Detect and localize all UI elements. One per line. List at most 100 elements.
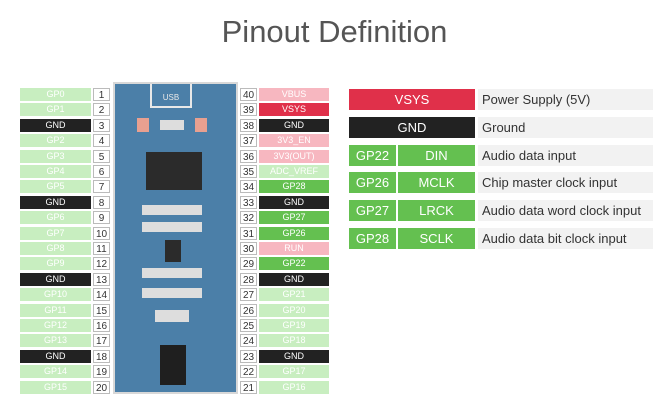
right-pin-number: 26 xyxy=(240,303,257,317)
left-pin-label: GP13 xyxy=(20,334,91,348)
left-pin-number: 8 xyxy=(93,195,110,209)
legend-signal: SCLK xyxy=(398,228,475,249)
left-pin-label: GP14 xyxy=(20,365,91,379)
right-pin-number: 21 xyxy=(240,380,257,394)
legend-description: Audio data bit clock input xyxy=(478,228,653,249)
right-pin-label: GP16 xyxy=(259,380,329,394)
left-pin-label: GP3 xyxy=(20,149,91,163)
right-pin-number: 24 xyxy=(240,334,257,348)
legend-pin: GP28 xyxy=(349,228,396,249)
page-title: Pinout Definition xyxy=(221,14,448,49)
right-pin-label: VSYS xyxy=(259,103,329,117)
left-pin-number: 15 xyxy=(93,303,110,317)
right-pin-label: GP21 xyxy=(259,288,329,302)
legend-pin: GP26 xyxy=(349,172,396,194)
left-pin-number: 19 xyxy=(93,365,110,379)
left-pin-number: 3 xyxy=(93,118,110,132)
legend-description: Audio data word clock input xyxy=(478,200,653,222)
right-pin-label: GP17 xyxy=(259,365,329,379)
left-pin-number: 5 xyxy=(93,149,110,163)
right-pin-label: GP19 xyxy=(259,319,329,332)
right-pin-label: GP20 xyxy=(259,303,329,317)
left-pin-number: 18 xyxy=(93,349,110,363)
right-pin-number: 31 xyxy=(240,226,257,240)
left-pin-number: 17 xyxy=(93,334,110,348)
smd-component xyxy=(195,118,207,132)
right-pin-number: 40 xyxy=(240,88,257,101)
left-pin-label: GP11 xyxy=(20,303,91,317)
legend-signal: LRCK xyxy=(398,200,475,222)
ic-chip xyxy=(165,240,181,262)
left-pin-number: 9 xyxy=(93,211,110,225)
legend-pin: GND xyxy=(349,116,475,138)
left-pin-number: 1 xyxy=(93,88,110,101)
left-pin-number: 11 xyxy=(93,242,110,255)
usb-connector: USB xyxy=(150,84,192,108)
right-pin-label: 3V3_EN xyxy=(259,134,329,148)
smd-component xyxy=(142,288,202,298)
right-pin-number: 23 xyxy=(240,349,257,363)
legend-pin: GP27 xyxy=(349,200,396,222)
left-pin-number: 7 xyxy=(93,180,110,194)
smd-component xyxy=(160,120,184,130)
left-pin-label: GP5 xyxy=(20,180,91,194)
right-pin-label: GP28 xyxy=(259,180,329,194)
left-pin-number: 16 xyxy=(93,319,110,332)
right-pin-label: GP22 xyxy=(259,257,329,271)
left-pin-label: GP2 xyxy=(20,134,91,148)
smd-component xyxy=(155,310,189,322)
audio-codec-chip xyxy=(146,152,202,190)
right-pin-number: 29 xyxy=(240,257,257,271)
left-pin-label: GND xyxy=(20,349,91,363)
left-pin-label: GP1 xyxy=(20,103,91,117)
left-pin-label: GND xyxy=(20,272,91,286)
right-pin-number: 33 xyxy=(240,195,257,209)
right-pin-number: 30 xyxy=(240,242,257,255)
right-pin-label: VBUS xyxy=(259,88,329,101)
left-pin-label: GP8 xyxy=(20,242,91,255)
left-pin-label: GP10 xyxy=(20,288,91,302)
legend-pin: VSYS xyxy=(349,89,475,110)
legend-description: Ground xyxy=(478,116,653,138)
left-pin-label: GP0 xyxy=(20,88,91,101)
right-pin-label: GND xyxy=(259,118,329,132)
audio-jack xyxy=(160,345,186,385)
right-pin-number: 39 xyxy=(240,103,257,117)
right-pin-number: 35 xyxy=(240,165,257,178)
left-pin-label: GP4 xyxy=(20,165,91,178)
left-pin-label: GP9 xyxy=(20,257,91,271)
right-pin-number: 25 xyxy=(240,319,257,332)
left-pin-label: GP7 xyxy=(20,226,91,240)
right-pin-label: GP26 xyxy=(259,226,329,240)
right-pin-number: 28 xyxy=(240,272,257,286)
left-pin-label: GP6 xyxy=(20,211,91,225)
right-pin-label: GP18 xyxy=(259,334,329,348)
left-pin-number: 4 xyxy=(93,134,110,148)
right-pin-number: 27 xyxy=(240,288,257,302)
legend-pin: GP22 xyxy=(349,144,396,166)
smd-component xyxy=(137,118,149,132)
left-pin-label: GND xyxy=(20,195,91,209)
left-pin-number: 12 xyxy=(93,257,110,271)
left-pin-number: 2 xyxy=(93,103,110,117)
right-pin-number: 34 xyxy=(240,180,257,194)
left-pin-number: 10 xyxy=(93,226,110,240)
legend-signal: MCLK xyxy=(398,172,475,194)
smd-component xyxy=(142,268,202,278)
right-pin-label: GND xyxy=(259,272,329,286)
right-pin-label: 3V3(OUT) xyxy=(259,149,329,163)
smd-component xyxy=(142,205,202,215)
legend-description: Audio data input xyxy=(478,144,653,166)
smd-component xyxy=(142,222,202,232)
right-pin-number: 32 xyxy=(240,211,257,225)
right-pin-label: GND xyxy=(259,349,329,363)
left-pin-label: GND xyxy=(20,118,91,132)
legend-description: Power Supply (5V) xyxy=(478,89,653,110)
right-pin-number: 36 xyxy=(240,149,257,163)
left-pin-label: GP12 xyxy=(20,319,91,332)
left-pin-number: 14 xyxy=(93,288,110,302)
pico-board xyxy=(113,82,238,394)
left-pin-number: 6 xyxy=(93,165,110,178)
left-pin-number: 13 xyxy=(93,272,110,286)
right-pin-label: GND xyxy=(259,195,329,209)
